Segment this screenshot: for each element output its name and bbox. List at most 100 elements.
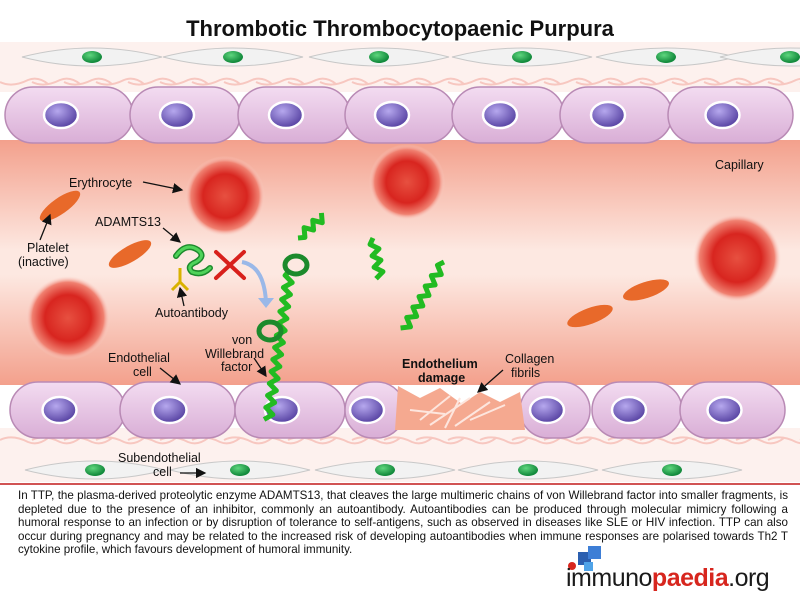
fibre bbox=[479, 77, 529, 86]
fibre bbox=[191, 77, 241, 86]
erythrocyte bbox=[185, 156, 265, 236]
vwf-label-line2: Willebrand bbox=[205, 347, 264, 361]
platelet bbox=[39, 190, 81, 222]
adamts13-label: ADAMTS13 bbox=[95, 215, 161, 229]
fibre bbox=[479, 436, 529, 445]
erythrocyte bbox=[26, 276, 110, 360]
fibre bbox=[703, 77, 753, 86]
platelet bbox=[567, 304, 613, 328]
fibre bbox=[575, 77, 625, 86]
page-title: Thrombotic Thrombocytopaenic Purpura bbox=[186, 16, 614, 41]
adamts13-molecule bbox=[173, 244, 213, 277]
fibre bbox=[223, 436, 273, 445]
subendothelial-nucleus bbox=[780, 51, 800, 63]
fibre bbox=[735, 77, 785, 86]
vwf-label-line1: von bbox=[232, 333, 252, 347]
bottom-endothelial-cells bbox=[9, 381, 786, 439]
fibre bbox=[447, 77, 497, 86]
collagen-label-line1: Collagen bbox=[505, 352, 554, 366]
endothelium-damage-label-line1: Endothelium bbox=[402, 357, 478, 371]
endothelium-damage-label-line2: damage bbox=[418, 371, 465, 385]
endothelial-nucleus bbox=[373, 100, 411, 130]
subendothelial-nucleus bbox=[662, 464, 682, 476]
fibre bbox=[511, 77, 561, 86]
fibre bbox=[127, 436, 177, 445]
vwf-chain bbox=[400, 259, 446, 331]
fibre bbox=[255, 77, 305, 86]
fibre bbox=[223, 77, 273, 86]
damage-fibrils bbox=[409, 395, 506, 429]
autoantibody-label: Autoantibody bbox=[155, 306, 229, 320]
endothelium-damage-gap bbox=[395, 386, 525, 430]
platelet bbox=[623, 279, 669, 301]
subendothelial-nucleus bbox=[518, 464, 538, 476]
vwf-chain bbox=[367, 236, 386, 281]
fibre bbox=[63, 77, 113, 86]
subendothelial-nucleus bbox=[512, 51, 532, 63]
fibre bbox=[319, 77, 369, 86]
collagen-label-line2: fibrils bbox=[511, 366, 540, 380]
cleavage-arrow bbox=[241, 260, 268, 303]
immunopaedia-logo-mark bbox=[568, 546, 601, 571]
platelets bbox=[39, 190, 669, 328]
top-subendothelial-cells bbox=[21, 47, 800, 67]
fibre bbox=[383, 77, 433, 86]
subendothelial-nucleus bbox=[223, 51, 243, 63]
subendothelial-nucleus bbox=[369, 51, 389, 63]
fibre bbox=[383, 436, 433, 445]
fibre bbox=[95, 77, 145, 86]
fibre bbox=[319, 436, 369, 445]
logo-part-1: immuno bbox=[566, 564, 652, 592]
block-cross-icon bbox=[214, 250, 246, 280]
fibre bbox=[767, 77, 800, 86]
top-endothelial-cells bbox=[4, 86, 794, 144]
logo-part-2: paedia bbox=[651, 564, 729, 592]
erythrocyte bbox=[693, 214, 781, 302]
vwf-chain bbox=[262, 268, 295, 422]
endothelial-nucleus bbox=[704, 100, 741, 130]
diagram-labels: Capillary Erythrocyte ADAMTS13 Platelet … bbox=[18, 158, 764, 479]
capillary-label: Capillary bbox=[715, 158, 764, 172]
endothelial-nucleus bbox=[158, 100, 196, 130]
collagen-fibres bbox=[0, 77, 800, 445]
cleavage-arrow-head bbox=[258, 298, 274, 308]
platelet-state-label: (inactive) bbox=[18, 255, 69, 269]
erythrocytes bbox=[26, 144, 781, 360]
fibre bbox=[575, 436, 625, 445]
endothelial-label-line1: Endothelial bbox=[108, 351, 170, 365]
immunopaedia-logo: immunopaedia.org bbox=[566, 564, 770, 593]
subendothelial-nucleus bbox=[230, 464, 250, 476]
subendothelial-nucleus bbox=[375, 464, 395, 476]
fibre bbox=[543, 77, 593, 86]
fibre bbox=[639, 77, 689, 86]
logo-part-3: .org bbox=[728, 564, 770, 592]
fibre bbox=[31, 77, 81, 86]
bottom-subendothelial-cells bbox=[24, 460, 743, 480]
fibre bbox=[0, 436, 49, 445]
fibre bbox=[159, 77, 209, 86]
platelet bbox=[108, 240, 152, 268]
fibre bbox=[447, 436, 497, 445]
erythrocyte bbox=[369, 144, 445, 220]
fibre bbox=[415, 77, 465, 86]
subendothelial-nucleus bbox=[656, 51, 676, 63]
fibre bbox=[511, 436, 561, 445]
subendothelial-cell bbox=[719, 47, 800, 67]
endothelial-nucleus bbox=[589, 100, 627, 130]
subendothelial-nucleus bbox=[85, 464, 105, 476]
adamts13-bound bbox=[256, 253, 310, 343]
endothelial-nucleus bbox=[348, 395, 386, 425]
endothelial-nucleus bbox=[528, 395, 566, 425]
endothelial-nucleus bbox=[41, 395, 78, 425]
fibre bbox=[0, 77, 49, 86]
subendothelial-label-line2: cell bbox=[153, 465, 172, 479]
endothelial-nucleus bbox=[151, 395, 188, 425]
endothelial-label-line2: cell bbox=[133, 365, 152, 379]
endothelial-nucleus bbox=[42, 100, 80, 130]
caption-text: In TTP, the plasma-derived proteolytic e… bbox=[18, 489, 788, 557]
fibre bbox=[767, 436, 800, 445]
fibre bbox=[287, 77, 337, 86]
erythrocyte-label: Erythrocyte bbox=[69, 176, 132, 190]
